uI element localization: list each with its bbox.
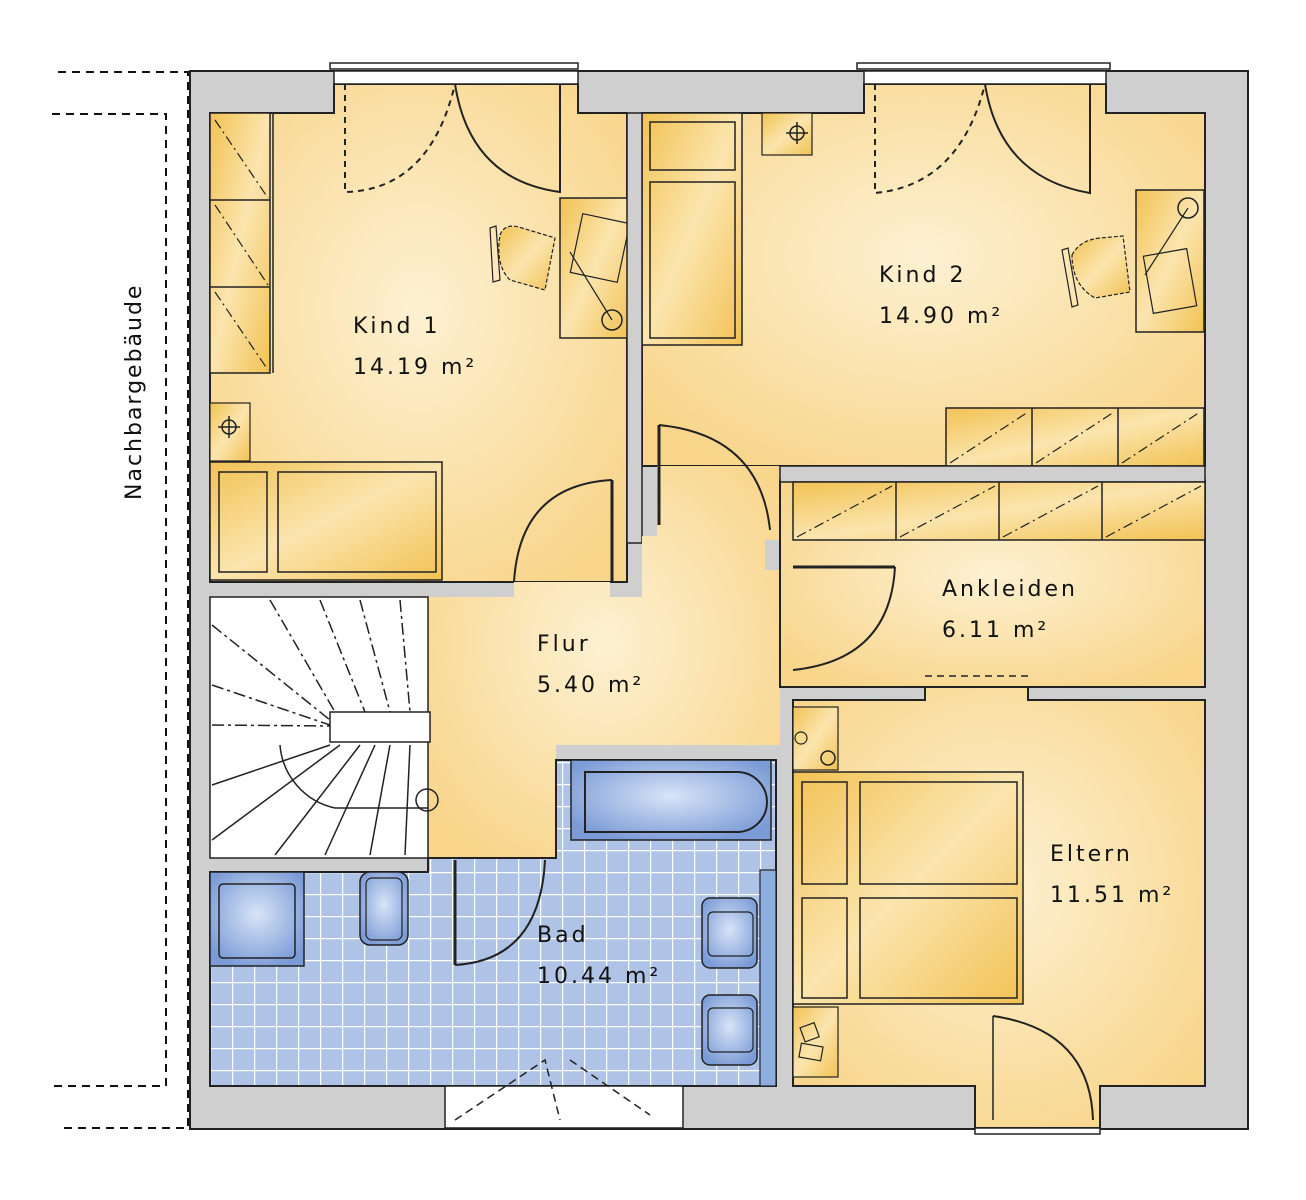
chair-icon — [489, 225, 556, 291]
room-name: Kind 1 — [353, 314, 441, 339]
room-label-flur: Flur 5.40 m² — [537, 624, 644, 706]
room-area: 6.11 m² — [942, 618, 1050, 643]
nightstand-icon — [792, 1006, 839, 1078]
bed-icon — [209, 461, 443, 581]
room-name: Ankleiden — [942, 577, 1078, 602]
room-area: 5.40 m² — [537, 673, 645, 698]
room-area: 14.90 m² — [879, 304, 1004, 329]
shower-icon — [209, 871, 305, 967]
room-name: Eltern — [1050, 842, 1133, 867]
room-name: Kind 2 — [879, 263, 967, 288]
room-flur — [428, 424, 780, 858]
room-area: 14.19 m² — [353, 355, 478, 380]
sink-icon — [701, 897, 758, 969]
desk-icon — [1135, 189, 1205, 333]
window-icon — [329, 62, 1111, 1135]
outlet-icon — [209, 402, 251, 462]
wardrobe-icon — [209, 112, 274, 374]
neighbor-building-outline — [52, 71, 189, 1129]
sink-icon — [701, 994, 758, 1066]
bathtub-icon — [570, 759, 772, 841]
neighbor-building-label: Nachbargebäude — [122, 283, 147, 500]
room-kind2 — [641, 83, 1206, 467]
room-area: 10.44 m² — [537, 964, 662, 989]
bed-icon — [641, 112, 743, 346]
room-ankleiden — [779, 465, 1206, 688]
wardrobe-icon — [945, 407, 1205, 467]
room-name: Flur — [537, 632, 591, 657]
room-label-kind1: Kind 1 14.19 m² — [353, 306, 477, 388]
room-label-ankleiden: Ankleiden 6.11 m² — [942, 569, 1078, 651]
room-eltern — [792, 686, 1206, 1129]
nightstand-icon — [792, 706, 839, 771]
staircase-icon — [209, 596, 439, 859]
chair-icon — [1061, 235, 1131, 308]
room-label-kind2: Kind 2 14.90 m² — [879, 255, 1003, 337]
room-bad — [209, 759, 777, 1087]
desk-icon — [559, 197, 631, 339]
room-label-bad: Bad 10.44 m² — [537, 915, 661, 997]
room-label-eltern: Eltern 11.51 m² — [1050, 834, 1174, 916]
toilet-icon — [359, 871, 409, 946]
wardrobe-icon — [792, 481, 1206, 541]
room-kind1 — [209, 83, 631, 583]
room-area: 11.51 m² — [1050, 883, 1175, 908]
room-name: Bad — [537, 923, 589, 948]
double-bed-icon — [792, 771, 1024, 1005]
